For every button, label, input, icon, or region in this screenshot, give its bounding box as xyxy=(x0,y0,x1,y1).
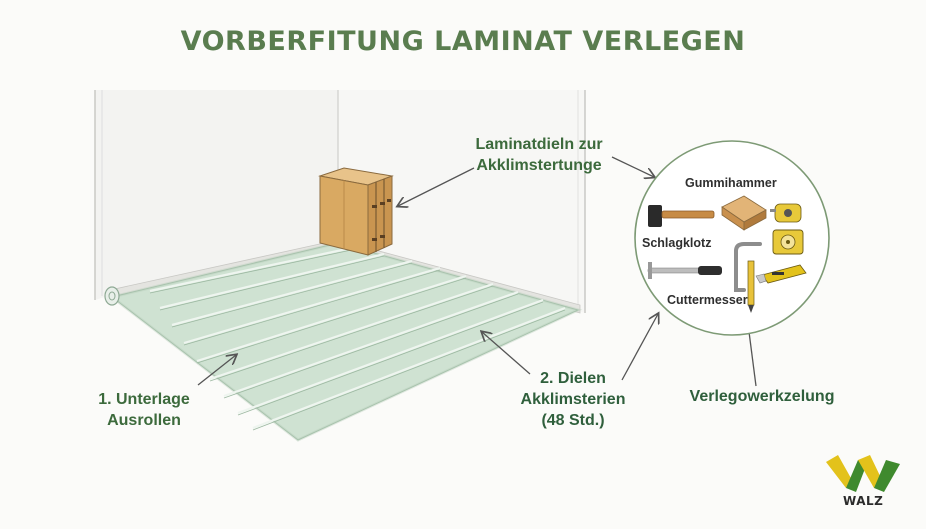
room-walls xyxy=(94,90,586,314)
spacer-icon xyxy=(772,229,804,255)
tool-label-cutter: Cuttermesser xyxy=(667,293,748,307)
tool-label-hammer: Gummihammer xyxy=(685,176,777,190)
pull-bar-icon xyxy=(734,242,762,292)
label-laminate-boards: Laminatdieln zur Akklimstertunge xyxy=(475,136,603,174)
pencil-icon xyxy=(747,260,755,313)
walz-logo-icon xyxy=(826,455,900,492)
wood-block-icon xyxy=(721,195,767,231)
page-title: VORBERFITUNG LAMINAT VERLEGEN xyxy=(180,26,746,57)
mallet-icon xyxy=(647,262,722,279)
cutter-knife-icon xyxy=(755,264,807,284)
callout-arrows xyxy=(197,156,757,387)
rubber-hammer-icon xyxy=(648,205,715,227)
underlay-floor xyxy=(104,241,583,442)
brand-name: WALZ xyxy=(843,494,884,508)
tape-measure-icon xyxy=(770,203,802,223)
label-acclimate: 2. Dielen Akklimsterien (48 Std.) xyxy=(520,370,626,429)
laminate-boxes xyxy=(318,167,394,256)
tool-label-block: Schlagklotz xyxy=(642,236,712,250)
label-tools: Verlegowerkzelung xyxy=(689,388,835,405)
tools-circle xyxy=(634,140,830,336)
label-underlay: 1. Unterlage Ausrollen xyxy=(98,391,190,429)
